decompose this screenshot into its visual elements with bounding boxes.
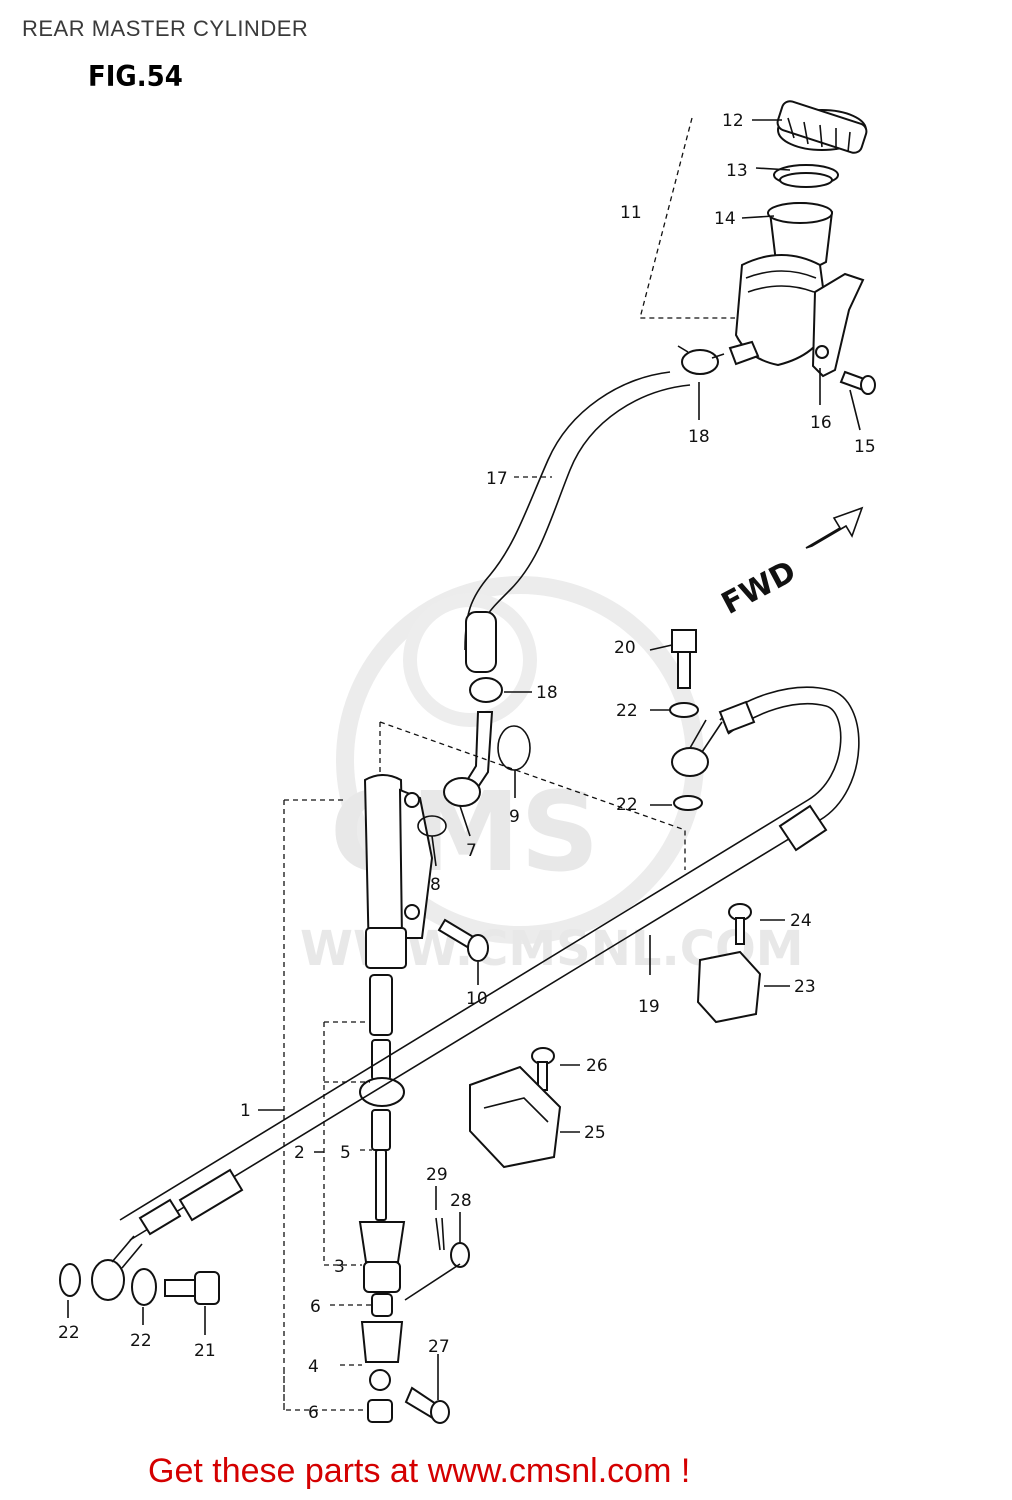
reservoir-cap	[776, 100, 868, 154]
reservoir-diaphragm-plate	[773, 164, 839, 188]
washer-22-mid	[673, 795, 703, 811]
callout-13: 13	[726, 161, 748, 181]
callout-29: 29	[426, 1165, 448, 1185]
union-bolt-20	[671, 629, 697, 689]
callout-14: 14	[714, 209, 736, 229]
callout-23: 23	[794, 977, 816, 997]
reservoir-hose	[464, 371, 691, 673]
callout-19: 19	[638, 997, 660, 1017]
callout-12: 12	[722, 111, 744, 131]
callout-6-lower: 6	[308, 1403, 319, 1423]
union-bolt-21	[164, 1271, 220, 1305]
circlip-9	[497, 725, 531, 771]
pin-27	[404, 1386, 450, 1424]
hose-clamp-upper	[677, 345, 725, 375]
washer-22-left	[59, 1263, 81, 1297]
bolt-10	[437, 918, 489, 962]
washer-22-top	[669, 702, 699, 718]
screw-15	[839, 370, 876, 395]
callout-26: 26	[586, 1056, 608, 1076]
callout-16: 16	[810, 413, 832, 433]
page-title: REAR MASTER CYLINDER	[22, 16, 309, 41]
hose-guide-23	[696, 950, 762, 1024]
callout-9: 9	[509, 807, 520, 827]
callout-22-lower: 22	[130, 1331, 152, 1351]
callout-22-left: 22	[58, 1323, 80, 1343]
callout-18-lower: 18	[536, 683, 558, 703]
callout-10: 10	[466, 989, 488, 1009]
inlet-fitting	[443, 711, 494, 807]
callout-20: 20	[614, 638, 636, 658]
callout-18-upper: 18	[688, 427, 710, 447]
piston-and-rod	[358, 974, 406, 1423]
washer-22-lower	[131, 1268, 157, 1306]
callout-4: 4	[308, 1357, 319, 1377]
forward-direction-indicator: FWD	[716, 506, 864, 622]
callout-8: 8	[430, 875, 441, 895]
callout-1: 1	[240, 1101, 251, 1121]
brake-hose	[91, 686, 860, 1301]
reservoir-body	[728, 254, 865, 378]
washer-28	[450, 1242, 470, 1268]
callout-3: 3	[334, 1257, 345, 1277]
fwd-label: FWD	[716, 554, 802, 622]
callout-5: 5	[340, 1143, 351, 1163]
callout-15: 15	[854, 437, 876, 457]
bolt-24	[728, 903, 752, 945]
callout-27: 27	[428, 1337, 450, 1357]
reservoir-diaphragm	[767, 202, 834, 270]
leader-lines	[67, 117, 861, 1411]
callout-24: 24	[790, 911, 812, 931]
callout-7: 7	[466, 841, 477, 861]
callout-11: 11	[620, 203, 642, 223]
callout-17: 17	[486, 469, 508, 489]
cotter-pin-29	[435, 1217, 445, 1251]
callout-28: 28	[450, 1191, 472, 1211]
callout-25: 25	[584, 1123, 606, 1143]
callout-22-top: 22	[616, 701, 638, 721]
callout-21: 21	[194, 1341, 216, 1361]
callout-6-upper: 6	[310, 1297, 321, 1317]
parts-shop-link[interactable]: Get these parts at www.cmsnl.com !	[148, 1452, 691, 1490]
hose-clamp-25	[469, 1065, 562, 1169]
figure-number: FIG.54	[88, 60, 183, 94]
callout-2: 2	[294, 1143, 305, 1163]
hose-clamp-lower	[469, 677, 503, 703]
master-cylinder-body	[363, 774, 434, 969]
callouts: 12 13 11 14 18 16 15 17 20 18 22 9 22 7 …	[58, 111, 876, 1423]
callout-22-mid: 22	[616, 795, 638, 815]
